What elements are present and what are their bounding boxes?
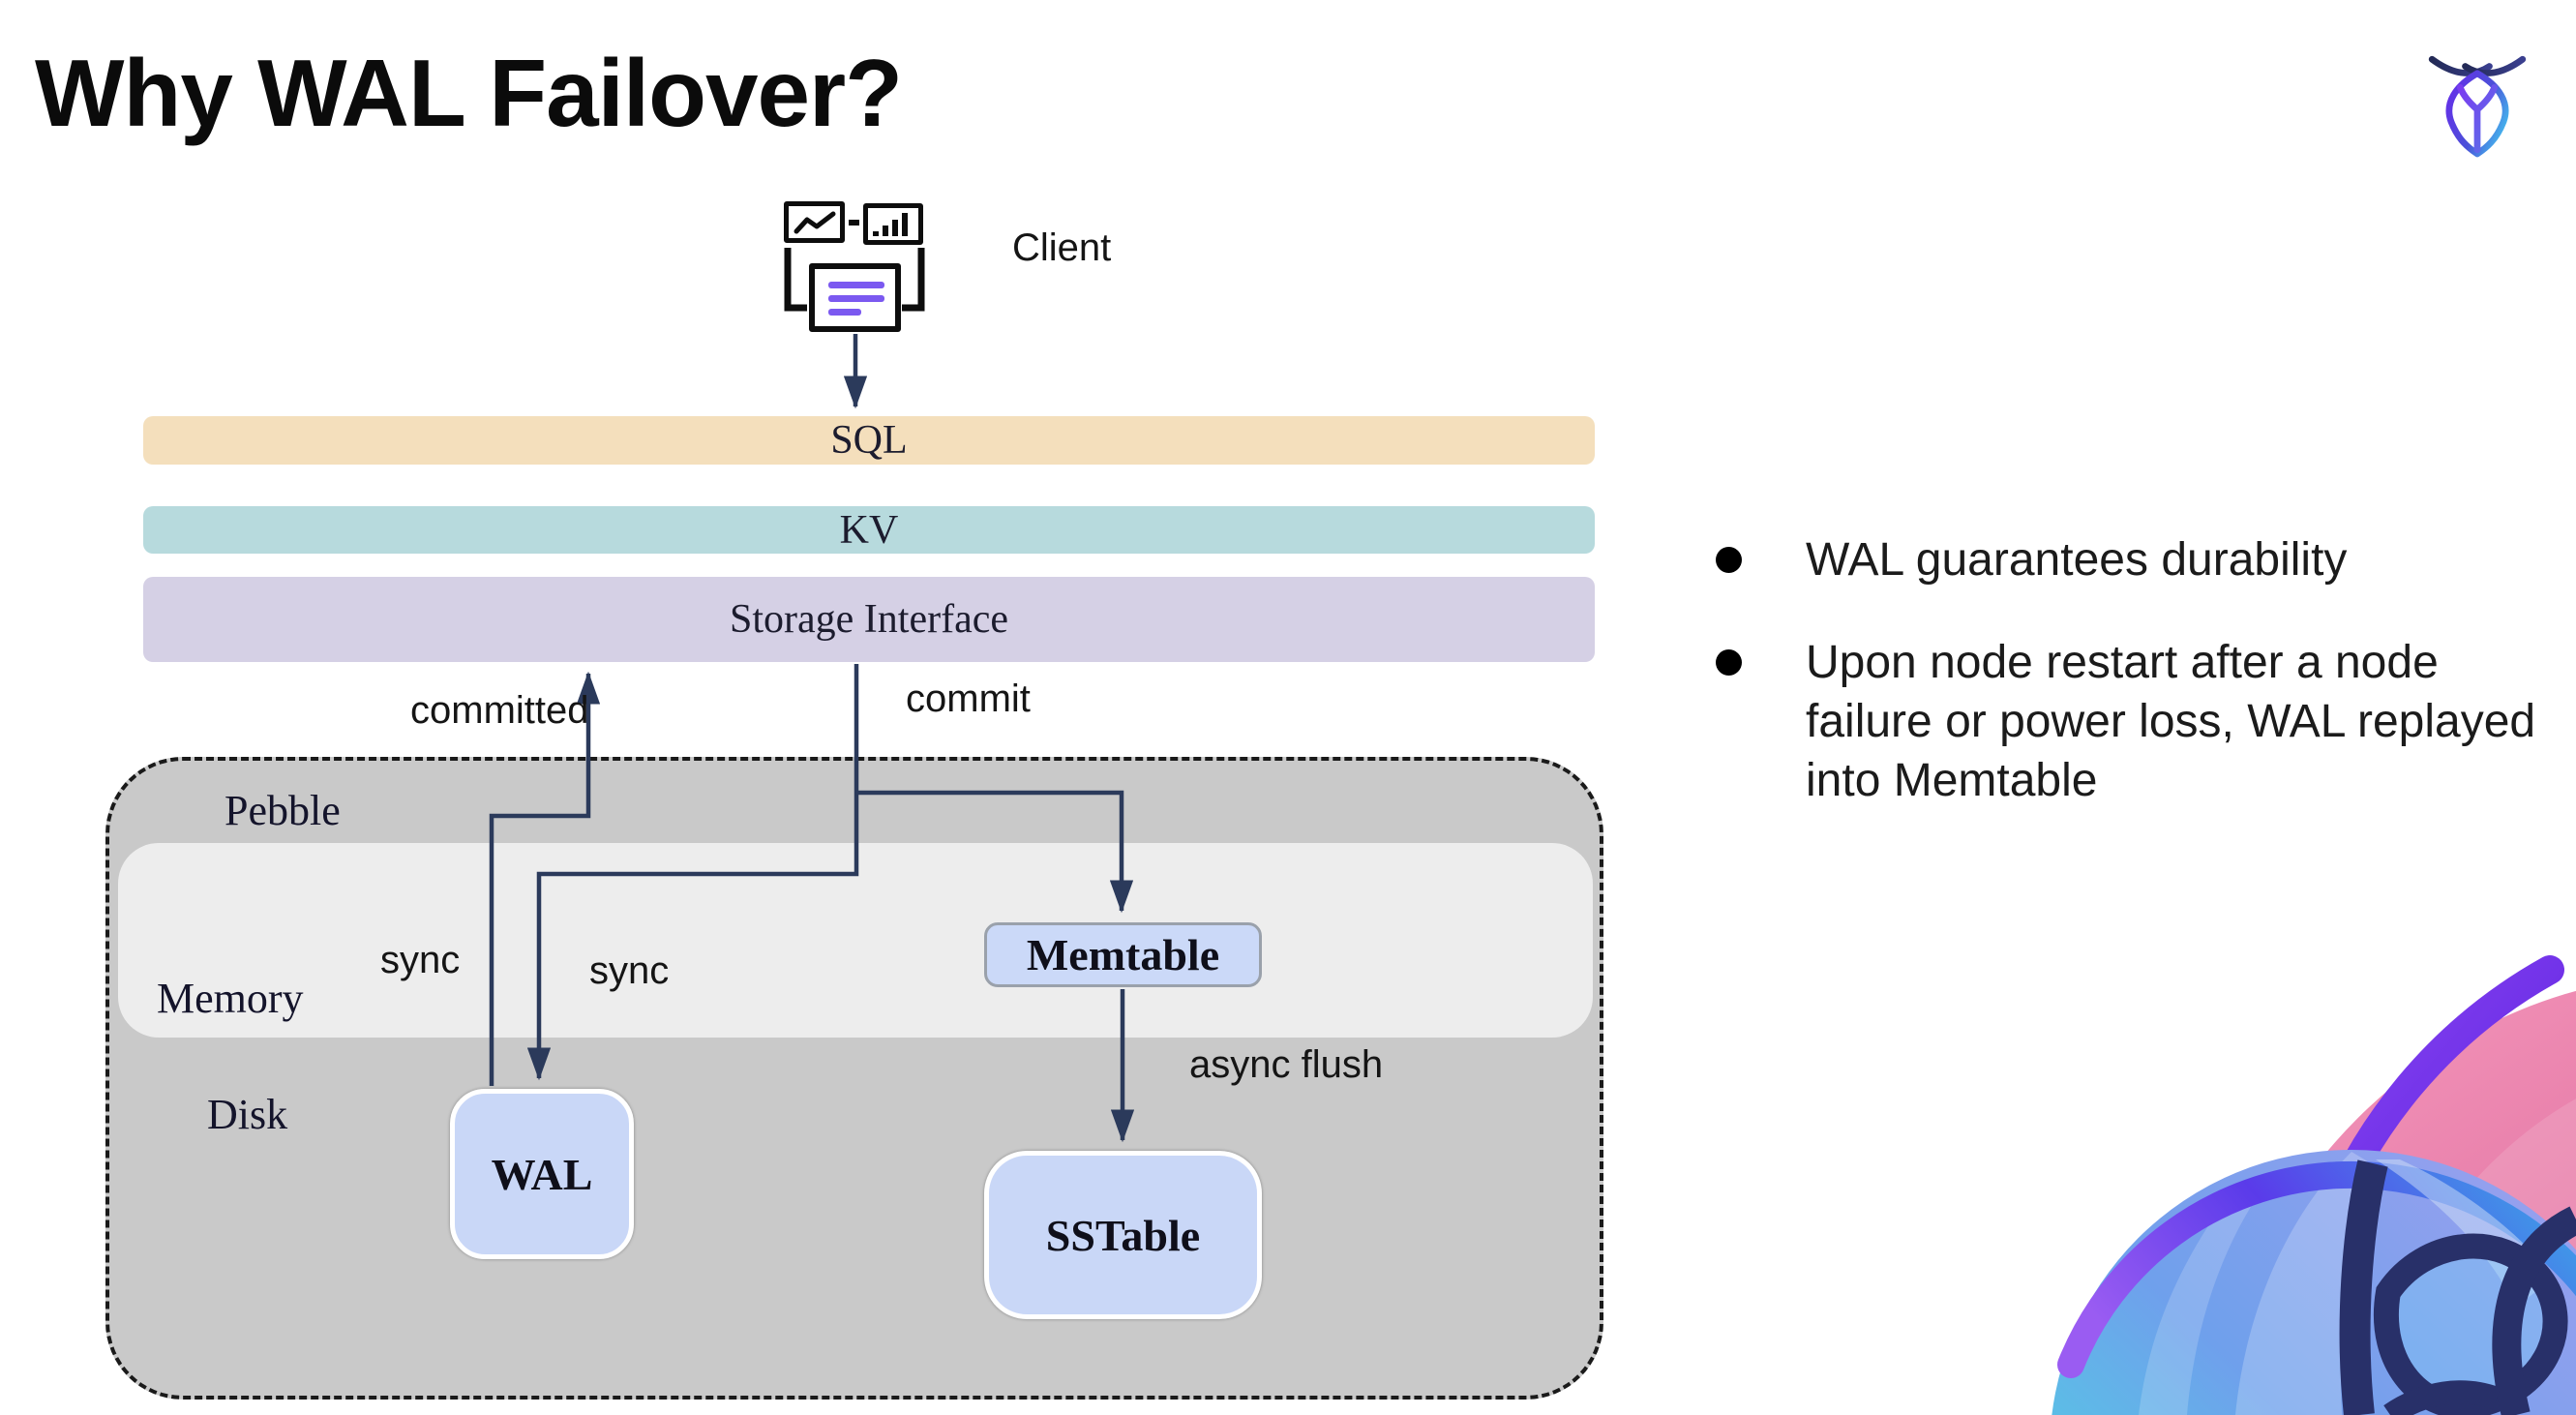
edge-label-async-flush: async flush [1189, 1043, 1384, 1086]
bullet-item: WAL guarantees durability [1690, 530, 2570, 589]
bullet-text: Upon node restart after a node failure o… [1806, 637, 2536, 806]
dash-connector-icon [849, 220, 859, 226]
cockroachdb-logo-icon [2428, 55, 2527, 158]
client-label: Client [1012, 226, 1112, 269]
layer-storage-interface-label: Storage Interface [730, 597, 1008, 642]
node-sstable-label: SSTable [1045, 1210, 1201, 1260]
edge-label-committed: committed [410, 689, 589, 732]
disk-label: Disk [207, 1091, 288, 1138]
node-sstable: SSTable [984, 1151, 1262, 1319]
node-memtable: Memtable [984, 922, 1262, 987]
page-title: Why WAL Failover? [35, 40, 903, 146]
bullet-list: WAL guarantees durability Upon node rest… [1690, 530, 2570, 854]
edge-label-sync-left: sync [380, 939, 461, 981]
document-icon [809, 263, 901, 332]
layer-kv-label: KV [839, 507, 899, 553]
bracket-icons [784, 248, 925, 312]
node-wal: WAL [450, 1089, 634, 1259]
document-text-line [828, 309, 861, 316]
document-text-line [828, 282, 884, 288]
monitor-bar-chart-icon [863, 203, 923, 245]
node-wal-label: WAL [491, 1149, 593, 1199]
document-text-line [828, 295, 884, 302]
bullet-text: WAL guarantees durability [1806, 534, 2348, 586]
bullet-dot [1716, 649, 1742, 676]
pebble-label: Pebble [225, 787, 341, 834]
layer-sql: SQL [143, 416, 1595, 465]
decorative-graphic [2052, 955, 2576, 1415]
layer-kv: KV [143, 506, 1595, 554]
edge-label-commit: commit [906, 677, 1031, 720]
memory-region [118, 843, 1593, 1038]
layer-storage-interface: Storage Interface [143, 577, 1595, 662]
layer-sql-label: SQL [830, 418, 908, 463]
bullet-dot [1716, 547, 1742, 573]
edge-label-sync-right: sync [589, 949, 670, 992]
bullet-item: Upon node restart after a node failure o… [1690, 633, 2570, 810]
memory-label: Memory [157, 975, 304, 1022]
monitor-line-chart-icon [784, 201, 845, 243]
node-memtable-label: Memtable [1026, 930, 1220, 979]
